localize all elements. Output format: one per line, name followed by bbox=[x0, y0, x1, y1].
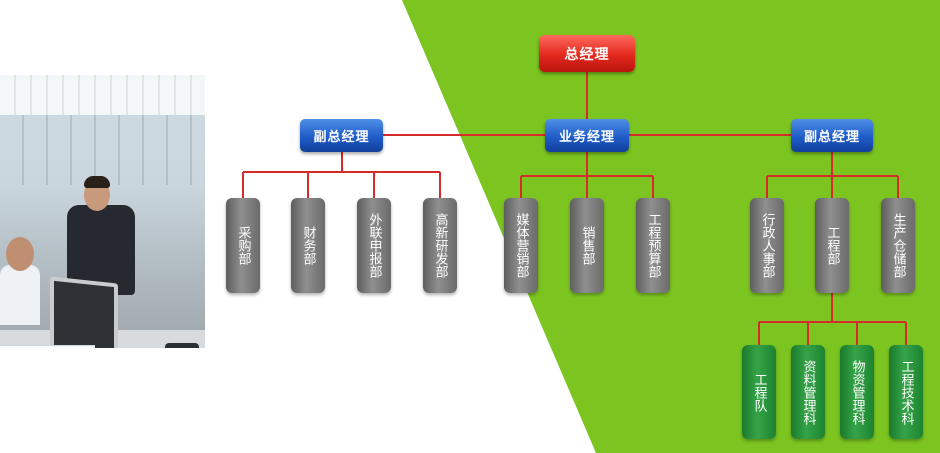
dept-box: 工程预算部 bbox=[636, 198, 670, 293]
dept-box: 外联申报部 bbox=[357, 198, 391, 293]
general-manager-box: 总经理 bbox=[539, 35, 635, 72]
office-photo bbox=[0, 75, 205, 348]
dept-box: 高新研发部 bbox=[423, 198, 457, 293]
section-box: 工程队 bbox=[742, 345, 776, 439]
section-box: 工程技术科 bbox=[889, 345, 923, 439]
dept-box: 工程部 bbox=[815, 198, 849, 293]
dept-box: 媒体营销部 bbox=[504, 198, 538, 293]
dept-box: 财务部 bbox=[291, 198, 325, 293]
dept-box: 行政人事部 bbox=[750, 198, 784, 293]
section-box: 物资管理科 bbox=[840, 345, 874, 439]
deputy-manager-right-box: 副总经理 bbox=[791, 119, 873, 152]
section-box: 资料管理科 bbox=[791, 345, 825, 439]
dept-box: 采购部 bbox=[226, 198, 260, 293]
dept-box: 生产仓储部 bbox=[881, 198, 915, 293]
deputy-manager-left-box: 副总经理 bbox=[300, 119, 383, 152]
dept-box: 销售部 bbox=[570, 198, 604, 293]
business-manager-box: 业务经理 bbox=[545, 119, 629, 152]
